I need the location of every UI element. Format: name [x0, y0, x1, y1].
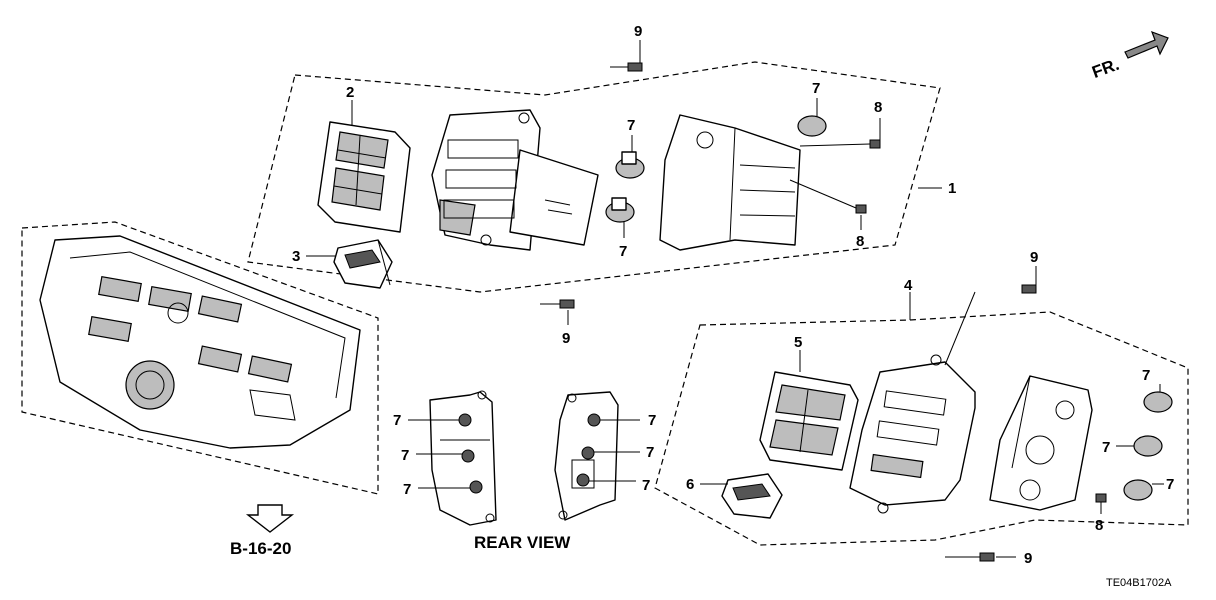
front-arrow-icon [1124, 30, 1169, 59]
callout-7j: 7 [1142, 367, 1150, 384]
callout-9d: 9 [1024, 550, 1032, 567]
reference-label: B-16-20 [230, 539, 291, 558]
callout-7b: 7 [619, 243, 627, 260]
clip-7c [797, 115, 827, 137]
callout-3: 3 [292, 248, 300, 265]
callout-5: 5 [794, 334, 802, 351]
callout-7f: 7 [403, 481, 411, 498]
assembly-1-housing [659, 114, 801, 251]
callout-9c: 9 [1030, 249, 1038, 266]
part-5-switch-panel [759, 371, 859, 471]
callout-7i: 7 [642, 477, 650, 494]
callout-6: 6 [686, 476, 694, 493]
callout-7h: 7 [646, 444, 654, 461]
assembly-4-outline [654, 311, 1189, 546]
callout-8a: 8 [874, 99, 882, 116]
callout-2: 2 [346, 84, 354, 101]
callout-8b: 8 [856, 233, 864, 250]
rear-view-left-bracket [429, 390, 497, 526]
fr-label: FR. [1089, 55, 1121, 82]
part-6-knob [721, 473, 783, 519]
assembly-1-outline [247, 61, 941, 293]
clip-7a [615, 151, 645, 179]
part-2-switch-panel [317, 121, 411, 233]
callout-7l: 7 [1166, 476, 1174, 493]
screw-8a [799, 139, 881, 149]
callout-7a: 7 [627, 117, 635, 134]
assembly-4-housing [989, 375, 1093, 511]
front-direction-arrow: FR. [1089, 30, 1169, 82]
clip-7k [1133, 435, 1163, 457]
callout-9b: 9 [562, 330, 570, 347]
callout-7d: 7 [393, 412, 401, 429]
screw-8c [1095, 493, 1107, 503]
figure-code: TE04B1702A [1106, 577, 1172, 589]
callout-7g: 7 [648, 412, 656, 429]
assembly-1-main-unit [431, 109, 599, 251]
callout-4: 4 [904, 277, 913, 294]
clip-7j [1143, 391, 1173, 413]
reference-arrow [245, 504, 295, 533]
callout-7k: 7 [1102, 439, 1110, 456]
screw-9b [540, 299, 575, 309]
screw-9d [945, 552, 995, 562]
callout-7e: 7 [401, 447, 409, 464]
clip-7l [1123, 479, 1153, 501]
assembly-4-main-unit [849, 354, 976, 514]
callout-7c: 7 [812, 80, 820, 97]
faceplate-outline [21, 221, 379, 495]
front-faceplate [39, 235, 361, 449]
screw-9c [944, 284, 1037, 366]
rear-view-right-bracket [554, 391, 619, 521]
callout-9a: 9 [634, 23, 642, 40]
screw-9a [610, 62, 643, 72]
callout-8c: 8 [1095, 517, 1103, 534]
screw-8b [789, 179, 867, 214]
clip-7b [605, 197, 635, 223]
callout-1: 1 [948, 180, 956, 197]
part-3-knob [333, 239, 393, 289]
rear-view-label: REAR VIEW [474, 533, 571, 552]
